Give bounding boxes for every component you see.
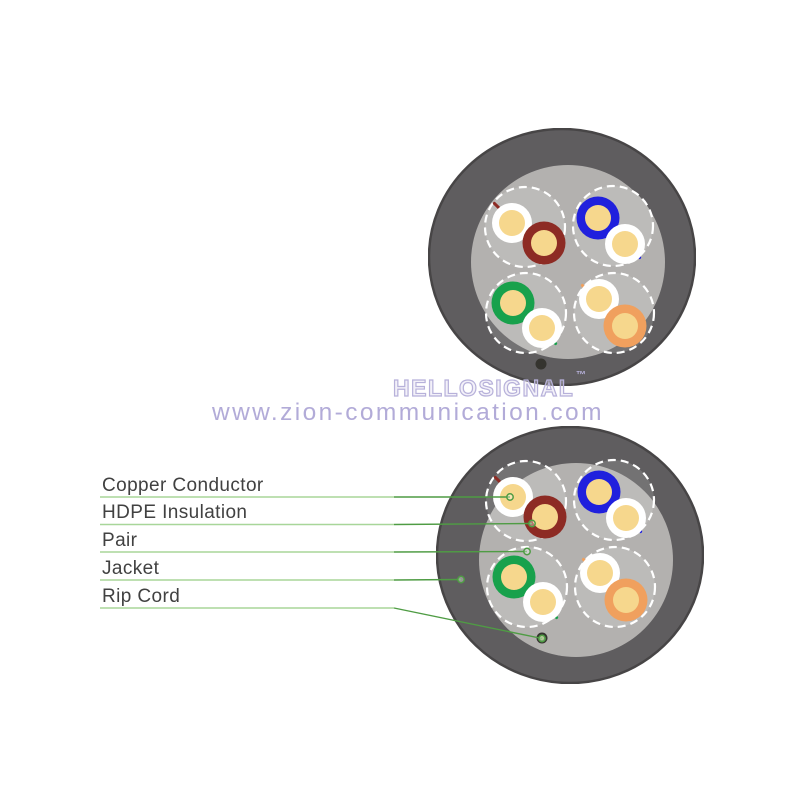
cable-cross-section-bottom (436, 426, 704, 684)
label-pair: Pair (102, 530, 138, 551)
copper-conductor-core (500, 290, 526, 316)
watermark-brand: HELLOSIGNAL (392, 374, 575, 401)
label-jacket: Jacket (102, 558, 160, 579)
label-hdpe-insulation: HDPE Insulation (102, 502, 248, 523)
copper-conductor-core (499, 210, 525, 236)
copper-conductor-core (612, 313, 638, 339)
trademark-symbol: ™ (576, 370, 586, 381)
copper-conductor-core (613, 587, 639, 613)
label-rip-cord: Rip Cord (102, 586, 181, 607)
twist-tick-brown (492, 201, 502, 211)
copper-conductor-core (501, 564, 527, 590)
copper-conductor-core (612, 231, 638, 257)
copper-conductor-core (530, 589, 556, 615)
rip-cord-dot (535, 358, 547, 370)
copper-conductor-core (529, 315, 555, 341)
cable-cross-section-top (428, 128, 696, 386)
copper-conductor-core (613, 505, 639, 531)
watermark-url: www.zion-communication.com (212, 399, 604, 426)
twist-tick-brown (493, 475, 503, 485)
copper-conductor-core (532, 504, 558, 530)
cable-core-group (483, 184, 656, 370)
copper-conductor-core (587, 560, 613, 586)
label-copper-conductor: Copper Conductor (102, 475, 264, 496)
copper-conductor-core (500, 484, 526, 510)
copper-conductor-core (531, 230, 557, 256)
copper-conductor-core (585, 205, 611, 231)
copper-conductor-core (586, 479, 612, 505)
cable-core-group (484, 458, 657, 644)
rip-cord-marker (538, 634, 546, 642)
copper-conductor-core (586, 286, 612, 312)
